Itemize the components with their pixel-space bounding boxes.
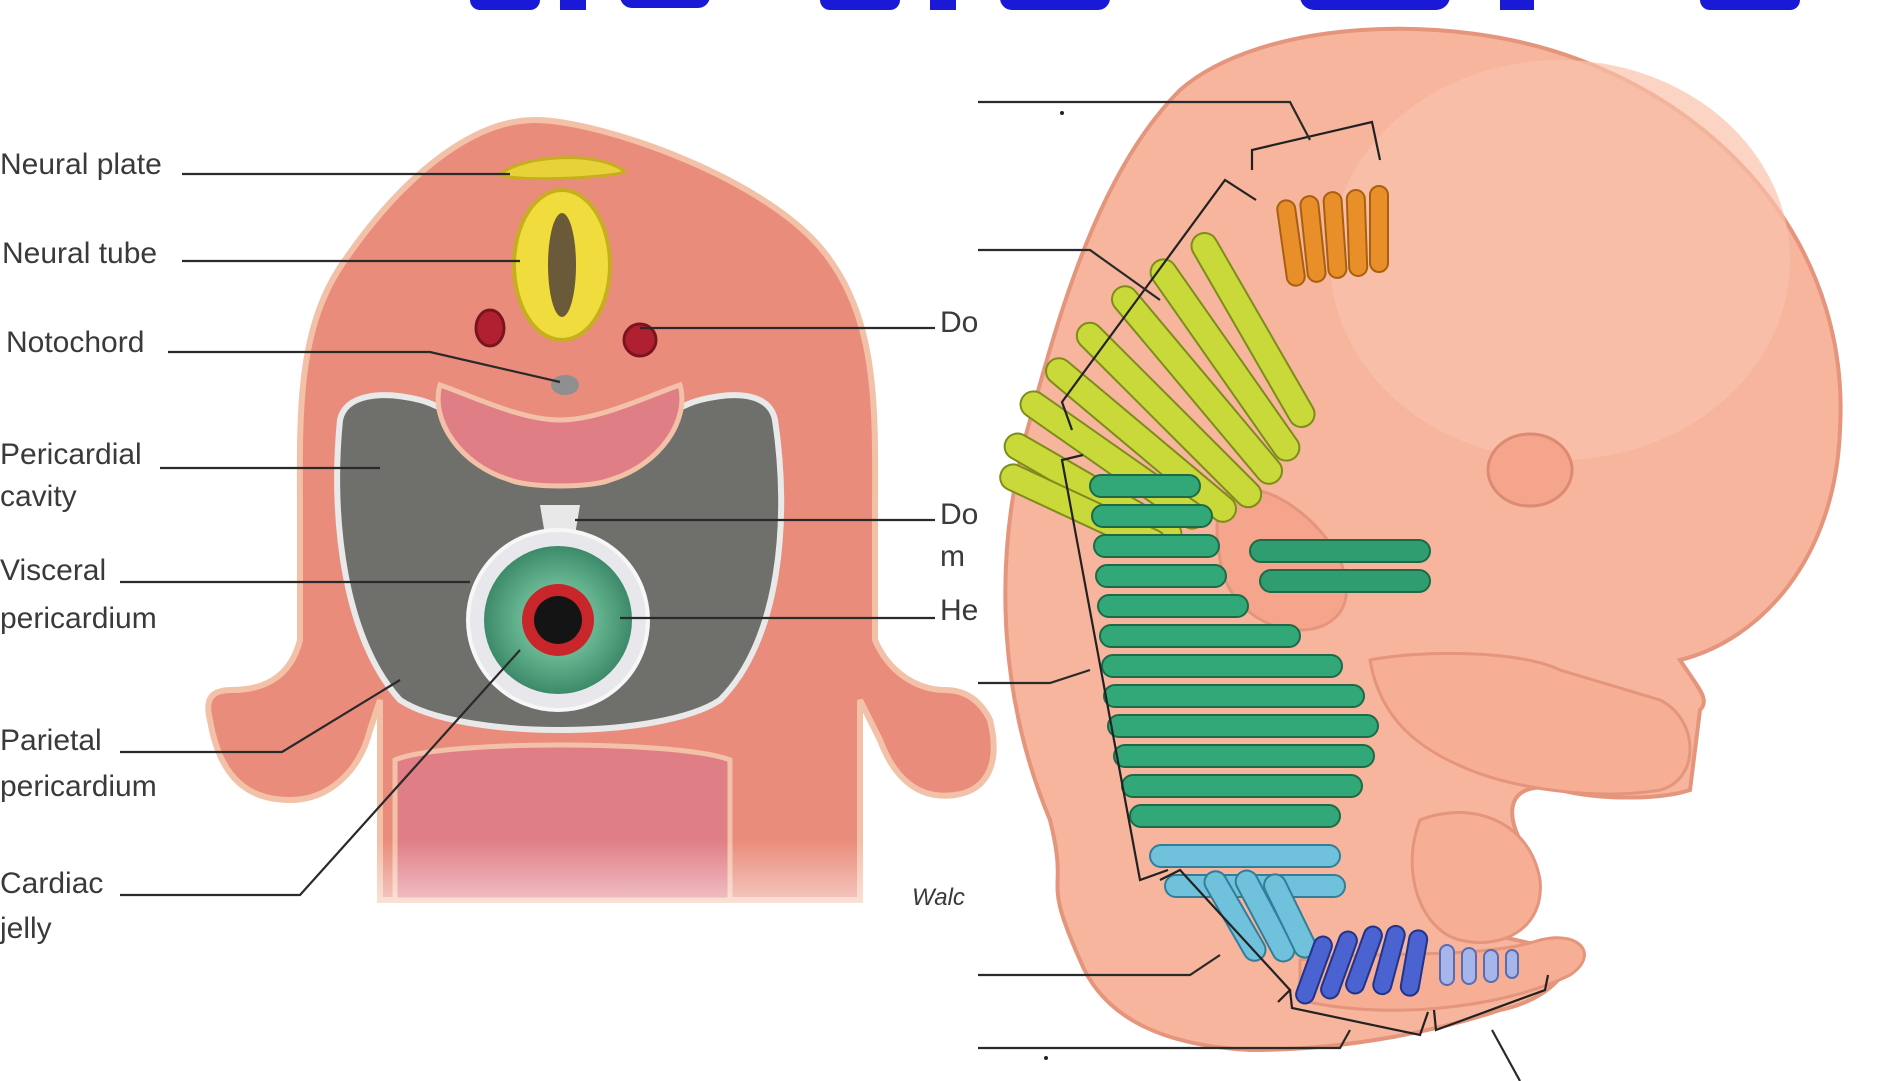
label-cardiac-1: Cardiac xyxy=(0,867,103,900)
label-pericardial-2: cavity xyxy=(0,480,77,513)
label-neural-tube: Neural tube xyxy=(2,237,157,270)
label-right-he: He xyxy=(940,594,978,627)
label-parietal-2: pericardium xyxy=(0,770,157,803)
label-notochord: Notochord xyxy=(6,326,144,359)
label-credit: Walc xyxy=(912,884,965,911)
neural-canal-icon xyxy=(548,213,576,317)
label-parietal-1: Parietal xyxy=(0,724,102,757)
label-right-do2-2: m xyxy=(940,540,965,573)
label-cardiac-2: jelly xyxy=(0,912,52,945)
cross-section-diagram: Neural plate Neural tube Notochord Peric… xyxy=(0,120,994,960)
label-visceral-2: pericardium xyxy=(0,602,157,635)
label-right-do2-1: Do xyxy=(940,498,978,531)
label-neural-plate: Neural plate xyxy=(0,148,162,181)
heart-lumen-icon xyxy=(534,596,582,644)
label-visceral-1: Visceral xyxy=(0,554,106,587)
lower-limb-bud-icon xyxy=(1412,813,1540,943)
notochord-icon xyxy=(551,375,579,395)
dorsal-aorta-left-icon xyxy=(476,310,504,346)
ear-icon xyxy=(1488,434,1572,506)
label-pericardial-1: Pericardial xyxy=(0,438,142,471)
label-right-do: Do xyxy=(940,306,978,339)
embryo-illustration xyxy=(978,29,1841,1081)
